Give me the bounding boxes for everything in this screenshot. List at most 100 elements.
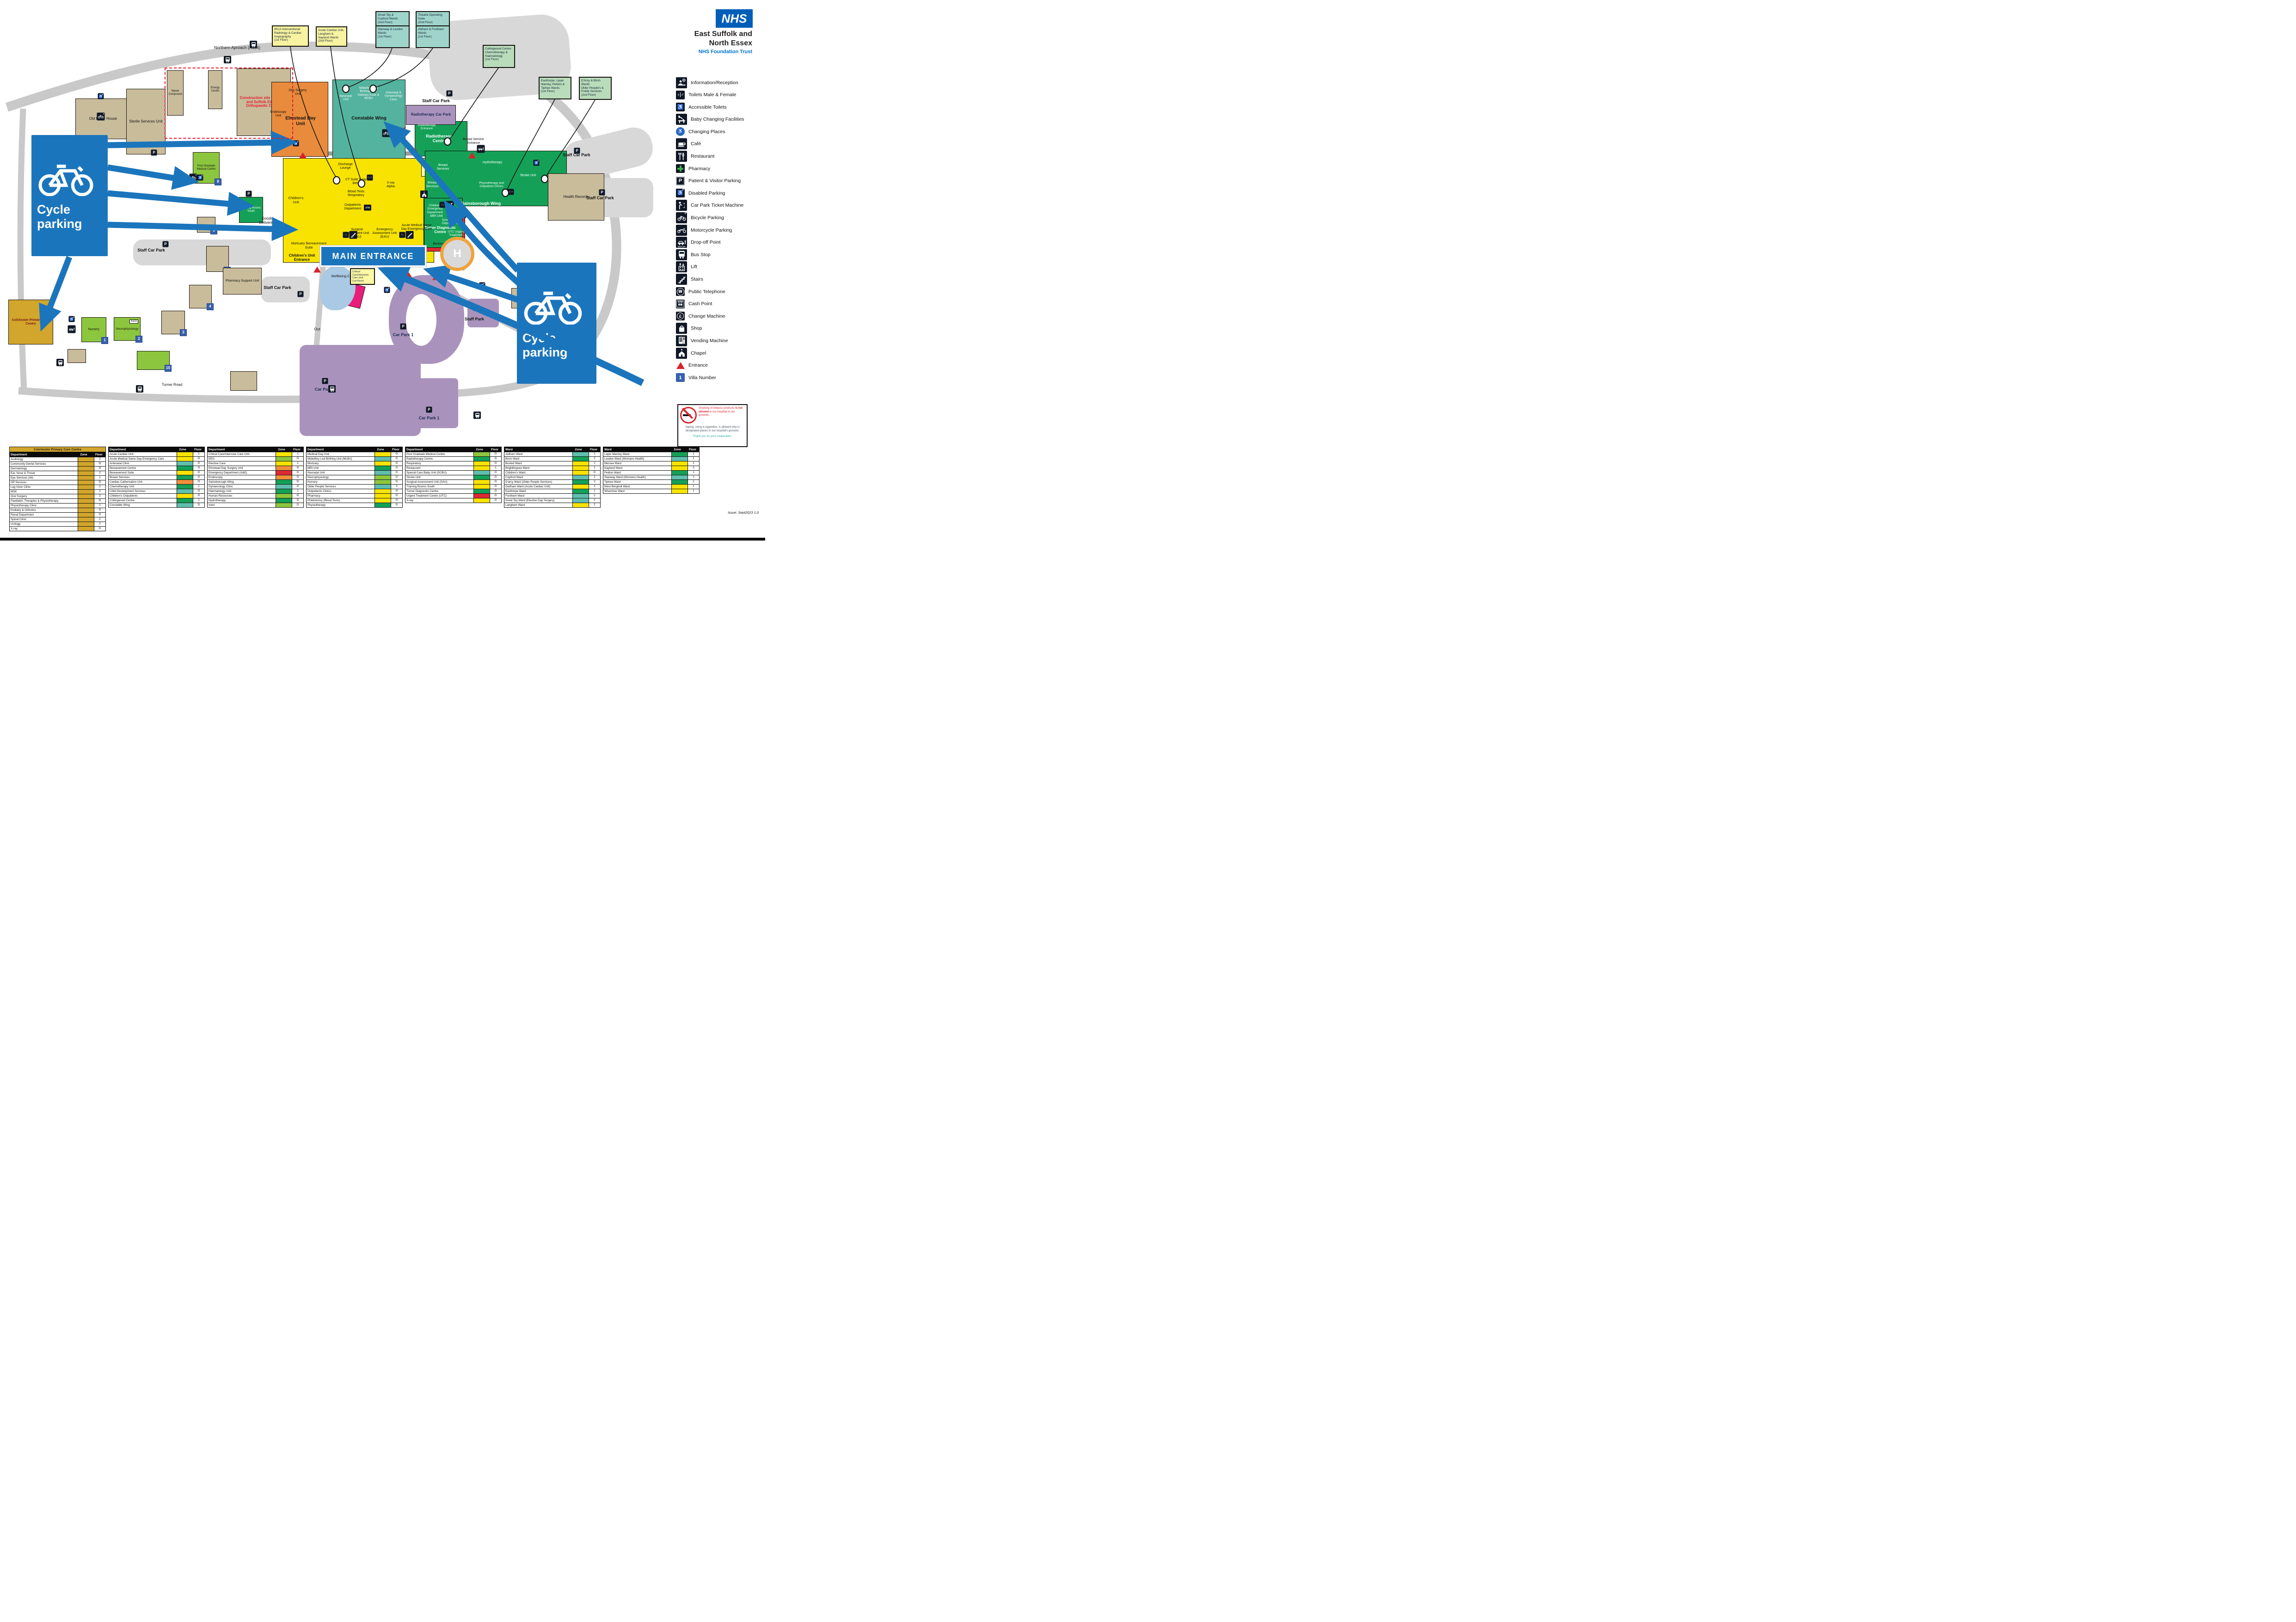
zone-color-cell	[573, 466, 589, 470]
zone-color-cell	[276, 503, 292, 507]
col-header: Floor	[194, 448, 202, 451]
entrance-marker	[432, 274, 440, 280]
legend-label: Bicycle Parking	[691, 215, 724, 221]
table-row: Great Tey Ward (Elective Day Surgery)2	[504, 498, 600, 503]
zone-color-cell	[276, 489, 292, 493]
map-icon-bus	[224, 56, 231, 63]
car-park-area	[261, 276, 310, 302]
zone-color-cell	[375, 475, 391, 479]
building-car-park-1-loop-hole	[406, 294, 436, 346]
zone-color-cell	[474, 480, 490, 484]
eeg-chip: EEG	[129, 319, 138, 324]
entrance-marker	[405, 272, 412, 278]
legend-item-lift: Lift	[676, 261, 764, 273]
zone-color-cell	[177, 480, 193, 484]
zone-color-cell	[78, 480, 94, 485]
building-colchester-primary-care-centre: Colchester Primary Care Centre	[8, 300, 53, 344]
map-label-radiotherapy-centre: Radiotherapy Centre	[426, 134, 453, 143]
legend-label: Baby Changing Facilities	[691, 117, 744, 123]
zone-color-cell	[177, 452, 193, 456]
map-label-children-s-unit-entrance: Children's Unit Entrance	[289, 253, 315, 262]
legend-label: Chapel	[691, 350, 706, 356]
map-icon-pd: ♿P	[533, 160, 540, 166]
map-label-mortuary-bereavement-suite: Mortuary Bereavement Suite	[291, 241, 327, 249]
map-icon-pd: ♿P	[68, 316, 75, 322]
map-label-staff-car-park: Staff Car Park	[137, 247, 165, 252]
legend-item-toilets-male-female: ♀♂Toilets Male & Female	[676, 90, 764, 100]
zone-color-cell	[375, 466, 391, 470]
zone-color-cell	[276, 494, 292, 498]
moto-icon	[676, 224, 687, 236]
legend-label: Lift	[691, 264, 698, 270]
map-icon-p: P	[322, 378, 328, 384]
zone-color-cell	[375, 494, 391, 498]
table-row: Special Care Baby Unit (SCBU)G	[405, 470, 501, 475]
villa-number-2: 2	[135, 336, 142, 343]
map-icon-bus	[328, 385, 336, 393]
phone-icon: ☎	[676, 287, 685, 296]
col-header: Zone	[377, 448, 384, 451]
nhs-logo: NHS	[716, 9, 753, 28]
table-row: Dedham Ward (Acute Cardiac Unit)2	[504, 484, 600, 489]
table-row: Stanway Ward (Womans Health)1	[603, 475, 699, 479]
legend-label: Public Telephone	[688, 289, 725, 295]
building-villa-6: 6	[197, 217, 217, 234]
zone-color-cell	[375, 485, 391, 489]
legend-label: Pharmacy	[688, 166, 711, 172]
zone-color-cell	[276, 466, 292, 470]
zone-color-cell	[474, 498, 490, 503]
map-icon-bus	[136, 385, 143, 393]
zone-color-cell	[375, 489, 391, 493]
col-header: Department	[209, 448, 225, 451]
map-icon-p: P	[246, 190, 252, 197]
map-icon-atm: ATM	[364, 204, 371, 211]
zone-color-cell	[375, 461, 391, 466]
legend-item-cash-point: ATM▤▦Cash Point	[676, 299, 764, 309]
zone-color-cell	[573, 471, 589, 475]
zone-color-cell	[672, 480, 688, 484]
issue-version: Issue: Sept2023 1.0	[728, 510, 759, 515]
table-row: Urgent Treatment Centre (UTC)G	[405, 493, 501, 498]
legend-item-change-machine: £Change Machine	[676, 311, 764, 321]
legend-label: Change Machine	[688, 313, 725, 319]
zone-color-cell	[177, 503, 193, 507]
map-label-antenatal-gynaecology-clinic: Antenatal & Gynaecology Clinic	[385, 91, 402, 101]
map-icon-p: P	[297, 291, 304, 297]
table-row: Midwifery Led Birthing Unit (MLBU)G	[307, 456, 402, 461]
zone-color-cell	[573, 457, 589, 461]
col-header: Zone	[575, 448, 582, 451]
map-icon-chapel	[420, 190, 428, 198]
map-label-breast-services: Breast Services	[436, 163, 449, 171]
entrance-marker	[399, 127, 405, 135]
zone-color-cell	[78, 513, 94, 517]
stairs-icon	[676, 274, 687, 285]
map-label-children-s-unit: Children's Unit	[288, 196, 304, 204]
legend-item-accessible-toilets: ♿Accessible Toilets	[676, 102, 764, 112]
zone-color-cell	[177, 475, 193, 479]
zone-color-cell	[78, 504, 94, 508]
legend-item-stairs: Stairs	[676, 274, 764, 285]
map-icon-lift: ↑↓	[399, 232, 405, 238]
legend-item-chapel: Chapel	[676, 347, 764, 359]
dpark-icon: ♿P	[676, 189, 685, 198]
col-header: Floor	[590, 448, 597, 451]
legend-label: Changing Places	[688, 129, 725, 135]
